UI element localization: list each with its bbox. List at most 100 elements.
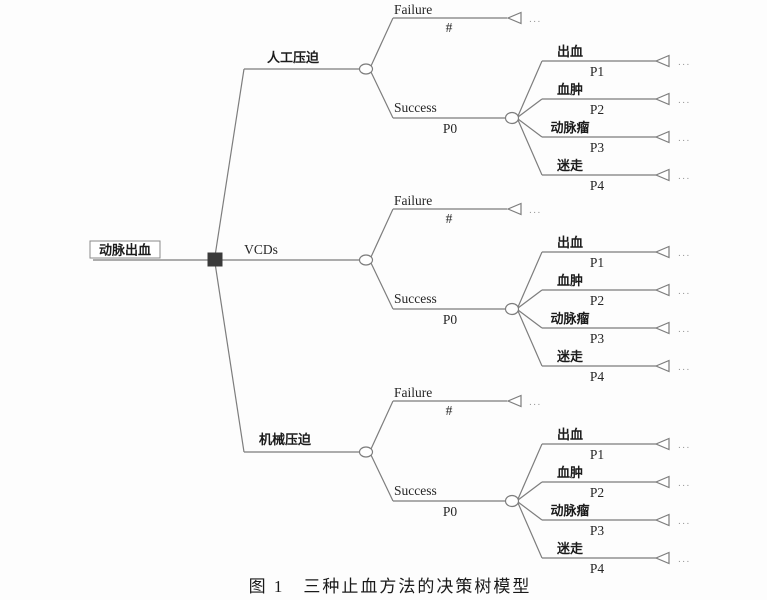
- ellipsis-label: ...: [678, 516, 691, 527]
- outcome-prob-label: P1: [590, 64, 604, 79]
- outcome-line: [517, 60, 543, 117]
- success-prob-label: P0: [443, 312, 458, 327]
- success-label: Success: [394, 483, 437, 498]
- outcome-prob-label: P3: [590, 523, 605, 538]
- outcome-label: 动脉瘤: [550, 311, 589, 326]
- root-box: [89, 240, 161, 259]
- terminal-node-icon: [506, 394, 522, 408]
- failure-prob-label: #: [446, 20, 453, 35]
- outcome-label: 出血: [557, 427, 583, 442]
- branch-label-manual: 人工压迫: [267, 50, 320, 65]
- outcome-label: 出血: [557, 44, 583, 59]
- failure-line: [370, 208, 394, 258]
- chance-node: [358, 63, 374, 75]
- ellipsis-label: ...: [678, 171, 691, 182]
- terminal-node-icon: [654, 168, 670, 182]
- chance-node: [504, 111, 520, 125]
- outcome-label: 迷走: [556, 349, 584, 364]
- outcome-label: 动脉瘤: [550, 503, 589, 518]
- terminal-node-icon: [654, 321, 670, 335]
- failure-label: Failure: [394, 385, 432, 400]
- outcome-prob-label: P2: [590, 293, 604, 308]
- ellipsis-label: ...: [529, 205, 542, 216]
- outcome-prob-label: P2: [590, 485, 604, 500]
- outcome-prob-label: P1: [590, 255, 604, 270]
- terminal-node-icon: [654, 513, 670, 527]
- failure-label: Failure: [394, 2, 432, 17]
- outcome-label: 动脉瘤: [550, 120, 589, 135]
- outcome-label: 出血: [557, 235, 583, 250]
- outcome-prob-label: P2: [590, 102, 604, 117]
- ellipsis-label: ...: [678, 248, 691, 259]
- success-line: [370, 454, 394, 502]
- ellipsis-label: ...: [529, 397, 542, 408]
- branch-label-mechanical: 机械压迫: [259, 432, 312, 447]
- terminal-node-icon: [506, 11, 522, 25]
- chance-node: [358, 446, 374, 458]
- failure-prob-label: #: [446, 403, 453, 418]
- ellipsis-label: ...: [678, 57, 691, 68]
- ellipsis-label: ...: [529, 14, 542, 25]
- ellipsis-label: ...: [678, 478, 691, 489]
- terminal-node-icon: [654, 54, 670, 68]
- branch-group-mechanical: ... Failure # Success P0 出血 P1 ... 血肿 P2…: [358, 385, 691, 576]
- success-line: [370, 71, 394, 119]
- terminal-node-icon: [654, 437, 670, 451]
- failure-label: Failure: [394, 193, 432, 208]
- outcome-line: [517, 289, 543, 309]
- branch-group-vcds: ... Failure # Success P0 出血 P1 ... 血肿 P2…: [358, 193, 691, 384]
- outcome-prob-label: P3: [590, 331, 605, 346]
- branch-label-vcds: VCDs: [244, 242, 278, 257]
- terminal-node-icon: [654, 551, 670, 565]
- success-prob-label: P0: [443, 121, 458, 136]
- outcome-line: [517, 118, 543, 138]
- ellipsis-label: ...: [678, 95, 691, 106]
- ellipsis-label: ...: [678, 133, 691, 144]
- outcome-line: [517, 119, 543, 176]
- failure-prob-label: #: [446, 211, 453, 226]
- outcome-label: 迷走: [556, 541, 584, 556]
- outcome-line: [517, 310, 543, 367]
- terminal-node-icon: [654, 245, 670, 259]
- outcome-prob-label: P1: [590, 447, 604, 462]
- outcome-prob-label: P3: [590, 140, 605, 155]
- outcome-label: 血肿: [557, 273, 583, 288]
- terminal-node-icon: [654, 283, 670, 297]
- figure-caption: 图 1 三种止血方法的决策树模型: [249, 577, 532, 596]
- outcome-line: [517, 501, 543, 521]
- outcome-line: [517, 481, 543, 501]
- ellipsis-label: ...: [678, 440, 691, 451]
- outcome-line: [517, 309, 543, 329]
- success-label: Success: [394, 291, 437, 306]
- outcome-prob-label: P4: [590, 178, 605, 193]
- success-label: Success: [394, 100, 437, 115]
- success-line: [370, 262, 394, 310]
- chance-node: [504, 494, 520, 508]
- chance-node: [358, 254, 374, 266]
- failure-line: [370, 17, 394, 67]
- outcome-line: [517, 443, 543, 500]
- ellipsis-label: ...: [678, 286, 691, 297]
- failure-line: [370, 400, 394, 450]
- terminal-node-icon: [654, 92, 670, 106]
- chance-node: [504, 302, 520, 316]
- ellipsis-label: ...: [678, 554, 691, 565]
- branch-line-mechanical: [214, 262, 245, 453]
- terminal-node-icon: [506, 202, 522, 216]
- ellipsis-label: ...: [678, 324, 691, 335]
- outcome-prob-label: P4: [590, 561, 605, 576]
- outcome-line: [517, 98, 543, 118]
- terminal-node-icon: [654, 130, 670, 144]
- branch-group-manual: ... Failure # Success P0 出血 P1 ... 血肿 P2…: [358, 2, 691, 193]
- decision-node: [207, 252, 223, 267]
- outcome-label: 血肿: [557, 465, 583, 480]
- success-prob-label: P0: [443, 504, 458, 519]
- branch-line-manual: [214, 68, 245, 257]
- outcome-line: [517, 502, 543, 559]
- terminal-node-icon: [654, 475, 670, 489]
- outcome-prob-label: P4: [590, 369, 605, 384]
- outcome-line: [517, 251, 543, 308]
- root-label: 动脉出血: [99, 243, 151, 258]
- terminal-node-icon: [654, 359, 670, 373]
- ellipsis-label: ...: [678, 362, 691, 373]
